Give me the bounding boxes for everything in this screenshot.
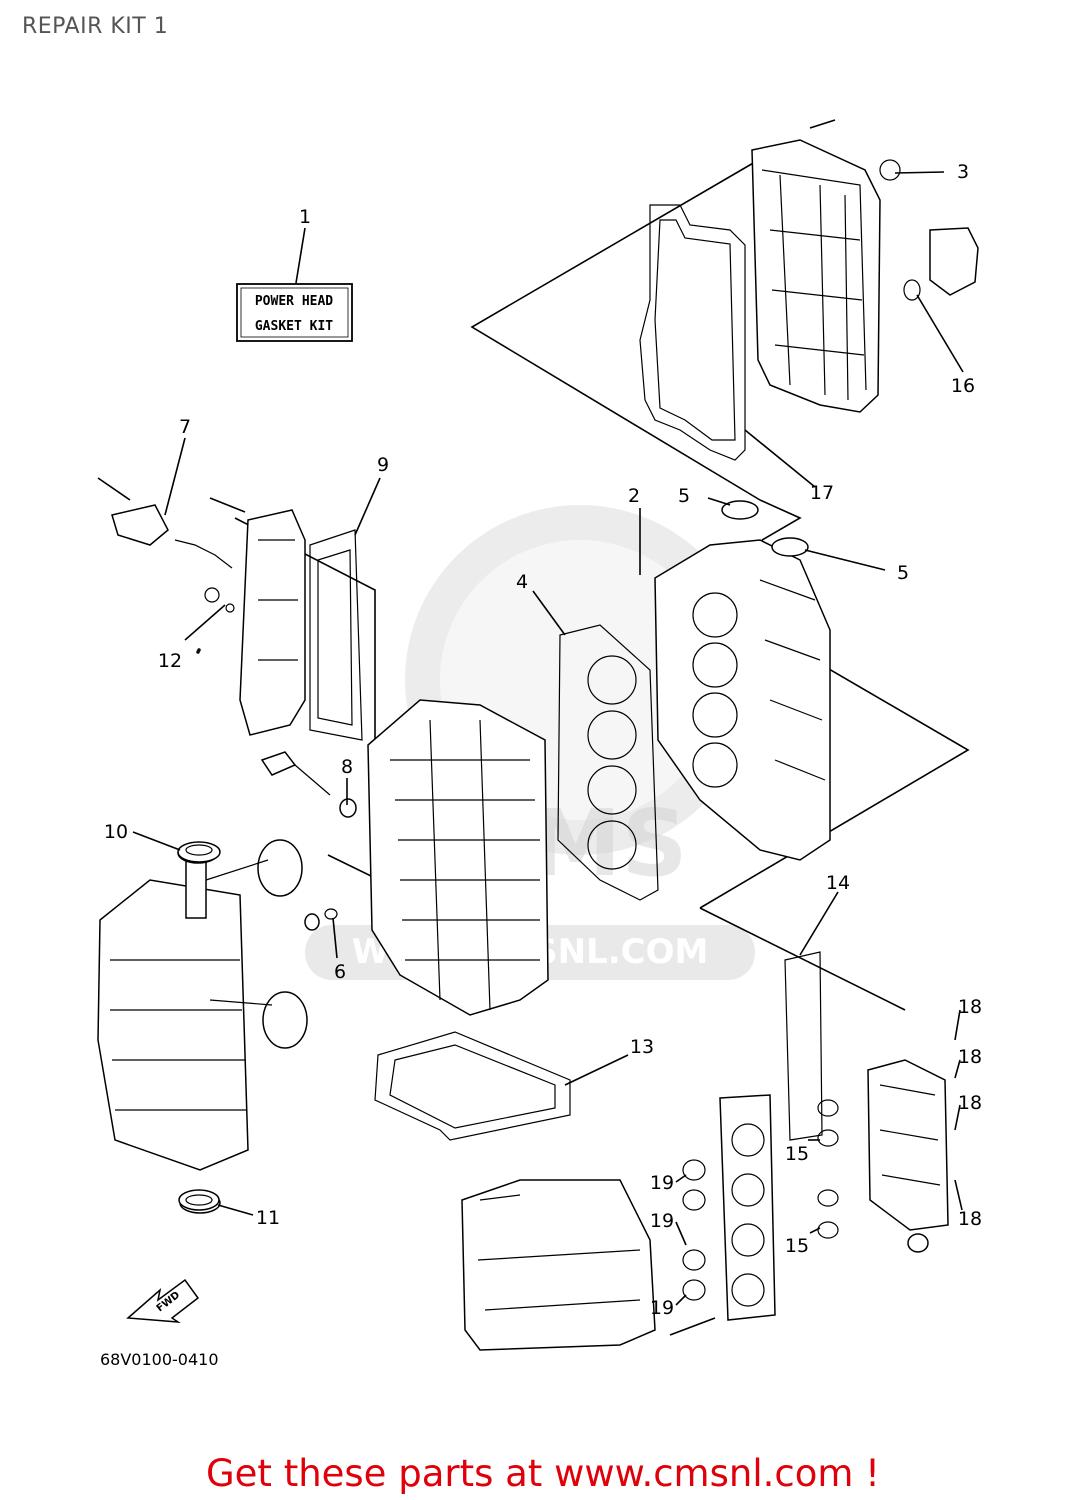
callout-8: 8: [341, 756, 353, 778]
callout-19-b: 19: [650, 1210, 674, 1232]
callout-12: 12: [158, 650, 182, 672]
throttle-body: [682, 1094, 776, 1321]
callout-11: 11: [256, 1207, 280, 1229]
head-gasket: [557, 624, 659, 901]
exhaust-cover: [97, 477, 363, 741]
page-title: REPAIR KIT 1: [22, 14, 169, 39]
sensor-8: [260, 751, 357, 931]
silencer: [461, 1179, 716, 1351]
callout-5-top: 5: [678, 485, 690, 507]
callout-14: 14: [826, 872, 850, 894]
fwd-arrow-icon: FWD: [126, 1278, 200, 1323]
intake-manifold: [784, 951, 949, 1253]
callout-17: 17: [810, 482, 834, 504]
callout-7: 7: [179, 416, 191, 438]
footer-link[interactable]: Get these parts at www.cmsnl.com !: [205, 1452, 880, 1495]
leader-lines: [132, 171, 964, 1306]
crankcase: [97, 650, 308, 1214]
kit-box-line2: GASKET KIT: [255, 319, 333, 334]
callout-labels: 1 2 3 4 5 5 6 7 8 9 10 11 12 13 14 15 15…: [104, 161, 982, 1319]
callout-2: 2: [628, 485, 640, 507]
callout-18-b: 18: [958, 1046, 982, 1068]
valve-cover: [751, 119, 979, 413]
callout-4: 4: [516, 571, 528, 593]
gasket-13: [374, 1031, 571, 1141]
callout-9: 9: [377, 454, 389, 476]
callout-19-a: 19: [650, 1172, 674, 1194]
exploded-parts-diagram: CMS WWW.CMSNL.COM POWER HEAD GASKET KIT: [97, 119, 982, 1369]
gasket-kit-box: POWER HEAD GASKET KIT: [236, 227, 353, 342]
callout-15-top: 15: [785, 1143, 809, 1165]
callout-18-c: 18: [958, 1092, 982, 1114]
callout-6: 6: [334, 961, 346, 983]
callout-18-a: 18: [958, 996, 982, 1018]
callout-19-c: 19: [650, 1297, 674, 1319]
kit-box-line1: POWER HEAD: [255, 294, 333, 309]
callout-3: 3: [957, 161, 969, 183]
cylinder-head: [654, 500, 831, 861]
callout-10: 10: [104, 821, 128, 843]
callout-15-bottom: 15: [785, 1235, 809, 1257]
callout-1: 1: [299, 206, 311, 228]
cylinder-block: [367, 699, 549, 1016]
diagram-code: 68V0100-0410: [100, 1350, 219, 1369]
callout-16: 16: [951, 375, 975, 397]
gasket-17: [639, 204, 746, 461]
callout-5-right: 5: [897, 562, 909, 584]
callout-18-d: 18: [958, 1208, 982, 1230]
callout-13: 13: [630, 1036, 654, 1058]
